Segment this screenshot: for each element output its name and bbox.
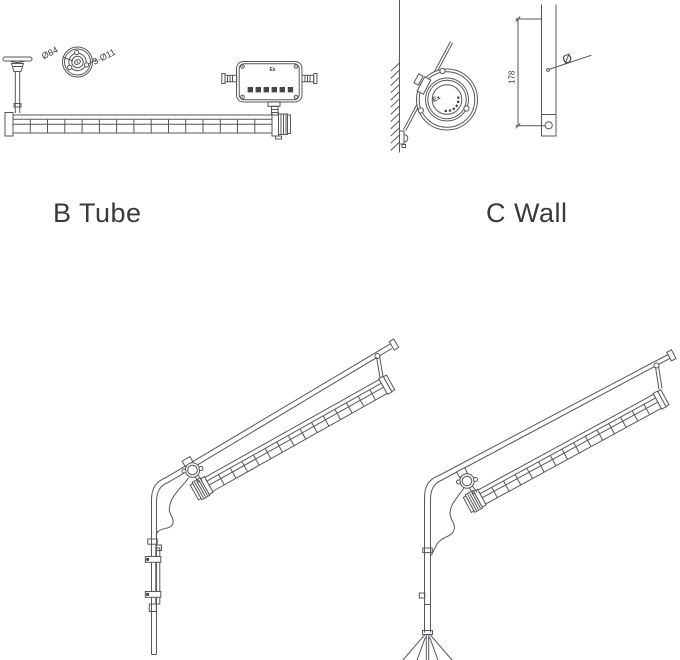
mounting-pole-detail: 178 Ø — [508, 4, 592, 137]
flange-outer-diameter-dim: Ø84 — [40, 45, 60, 62]
tube-light — [4, 112, 291, 140]
b-tube-label: B Tube — [53, 198, 142, 228]
lamp-ex-marking: Ex — [431, 94, 441, 104]
wall-section — [390, 0, 409, 153]
pole-light-left-drawing — [144, 338, 400, 655]
right-pole — [402, 497, 453, 660]
ex-marking: Ex — [269, 67, 275, 73]
nameplate-text: ■■■■■■ — [247, 86, 295, 94]
right-supply-cable — [431, 487, 465, 556]
b-tube-drawing: Ø84 3-Ø11 — [2, 45, 318, 140]
right-angled-tube-light — [462, 387, 671, 515]
ceiling-mount — [2, 56, 33, 113]
c-wall-drawing: Ex 178 Ø — [390, 0, 592, 153]
left-angled-tube-light — [188, 373, 396, 502]
dimension-hole-diameter: Ø — [546, 51, 592, 72]
left-arm — [151, 338, 400, 503]
dimension-178: 178 — [508, 16, 546, 129]
right-pole-tripod-base — [402, 634, 453, 660]
lamp-end-view: Ex — [413, 67, 478, 131]
pole-length-dim: 178 — [508, 70, 517, 84]
pole-light-right-drawing — [402, 349, 677, 660]
left-fixture-clamp — [181, 455, 204, 483]
c-wall-label: C Wall — [486, 198, 568, 228]
left-pole — [144, 500, 162, 655]
junction-box: Ex ■■■■■■ — [221, 61, 318, 116]
mounting-flange-detail: Ø84 3-Ø11 — [40, 45, 117, 78]
flange-bolt-holes-dim: 3-Ø11 — [91, 47, 117, 67]
right-fixture-clamp — [455, 467, 478, 495]
right-arm — [424, 349, 677, 501]
hole-diameter-symbol: Ø — [561, 51, 574, 67]
